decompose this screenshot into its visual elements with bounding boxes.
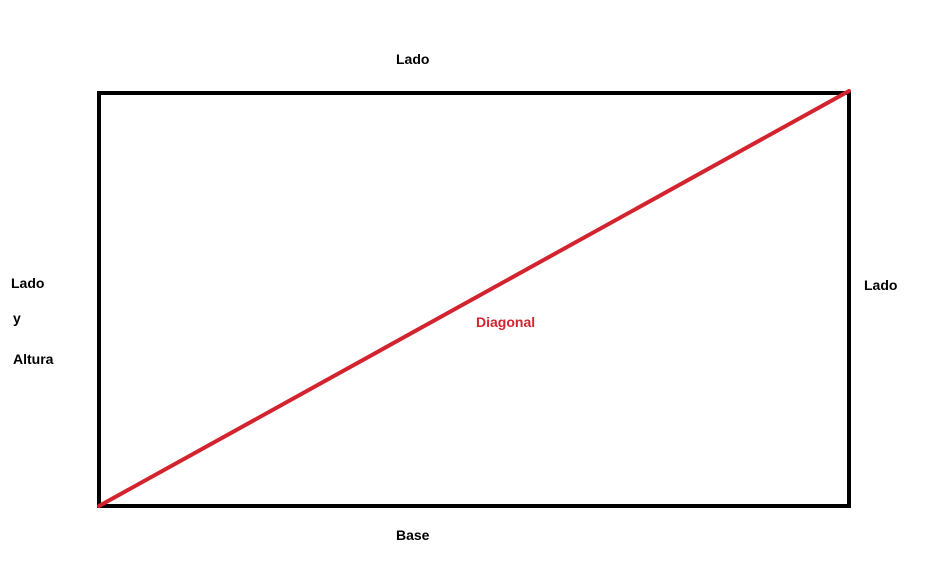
diagonal-label: Diagonal [476, 314, 536, 330]
top-side-label: Lado [396, 51, 430, 67]
height-label: Altura [13, 351, 54, 367]
right-side-label: Lado [864, 277, 898, 293]
base-label: Base [396, 527, 430, 543]
left-conjunction-label: y [13, 310, 21, 326]
left-side-label: Lado [11, 275, 45, 291]
diagonal-line [97, 89, 851, 508]
rectangle-outline [97, 91, 851, 508]
